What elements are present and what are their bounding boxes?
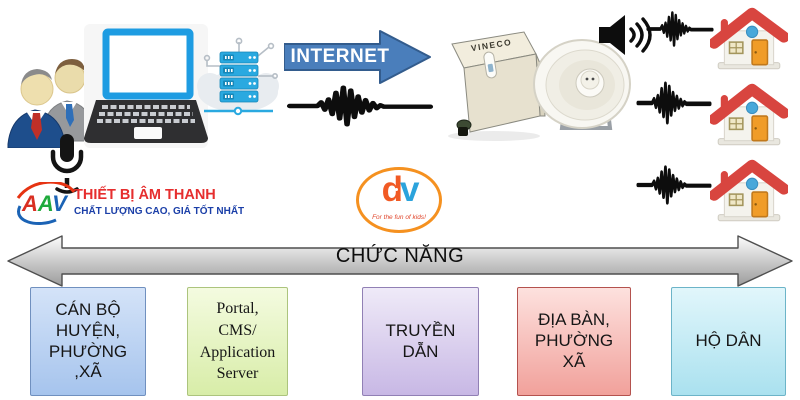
aav-tagline-2: CHẤT LƯỢNG CAO, GIÁ TỐT NHẤT (74, 206, 245, 217)
function-arrow-label: CHỨC NĂNG (335, 245, 465, 267)
audio-waveform-icon (636, 80, 712, 126)
aav-letter: A (22, 191, 38, 216)
microphone-icon (46, 132, 88, 196)
audio-waveform-icon (636, 164, 712, 206)
loudspeaker-icon (597, 10, 661, 60)
aav-logo: AAV THIẾT BỊ ÂM THANH CHẤT LƯỢNG CAO, GI… (12, 182, 244, 230)
laptop-icon (84, 22, 208, 146)
function-box-transmission: TRUYỀN DẪN (362, 287, 479, 396)
aav-letter: A (37, 191, 53, 216)
officials-icon (4, 36, 104, 148)
dv-letter-d: d (382, 170, 403, 209)
function-box-label: TRUYỀN DẪN (385, 320, 456, 361)
function-box-label: ĐỊA BÀN, PHƯỜNG XÃ (534, 310, 614, 371)
horn-speaker-icon (532, 36, 638, 138)
aav-tagline-1: THIẾT BỊ ÂM THANH (74, 187, 216, 203)
house-icon (710, 156, 788, 224)
aav-letter: V (52, 191, 67, 216)
dv-letter-v: v (399, 170, 420, 209)
function-arrow (6, 234, 794, 288)
dv-letters: dv (359, 172, 439, 207)
function-box-label: Portal, CMS/ Application Server (199, 300, 276, 383)
audio-waveform-icon (646, 10, 714, 48)
dv-smiley-eye (395, 188, 398, 191)
dv-tagline: For the fun of kids! (372, 214, 426, 221)
dv-smiley-eye (389, 188, 392, 191)
internet-label: INTERNET (290, 46, 390, 67)
server-cloud-icon (196, 34, 281, 119)
function-box-officials: CÁN BỘ HUYỆN, PHƯỜNG ,XÃ (30, 287, 146, 396)
aav-letters: AAV (22, 191, 67, 217)
function-box-label: HỘ DÂN (695, 331, 762, 351)
function-box-households: HỘ DÂN (671, 287, 786, 396)
function-box-local-area: ĐỊA BÀN, PHƯỜNG XÃ (517, 287, 631, 396)
function-box-label: CÁN BỘ HUYỆN, PHƯỜNG ,XÃ (48, 300, 128, 382)
house-icon (710, 80, 788, 148)
function-box-portal-cms: Portal, CMS/ Application Server (187, 287, 288, 396)
dv-logo: dv For the fun of kids! (356, 167, 442, 233)
internet-arrow (284, 28, 432, 86)
house-icon (710, 4, 788, 72)
audio-waveform-icon (286, 84, 434, 128)
vineco-control-box: VINECO (438, 24, 546, 142)
